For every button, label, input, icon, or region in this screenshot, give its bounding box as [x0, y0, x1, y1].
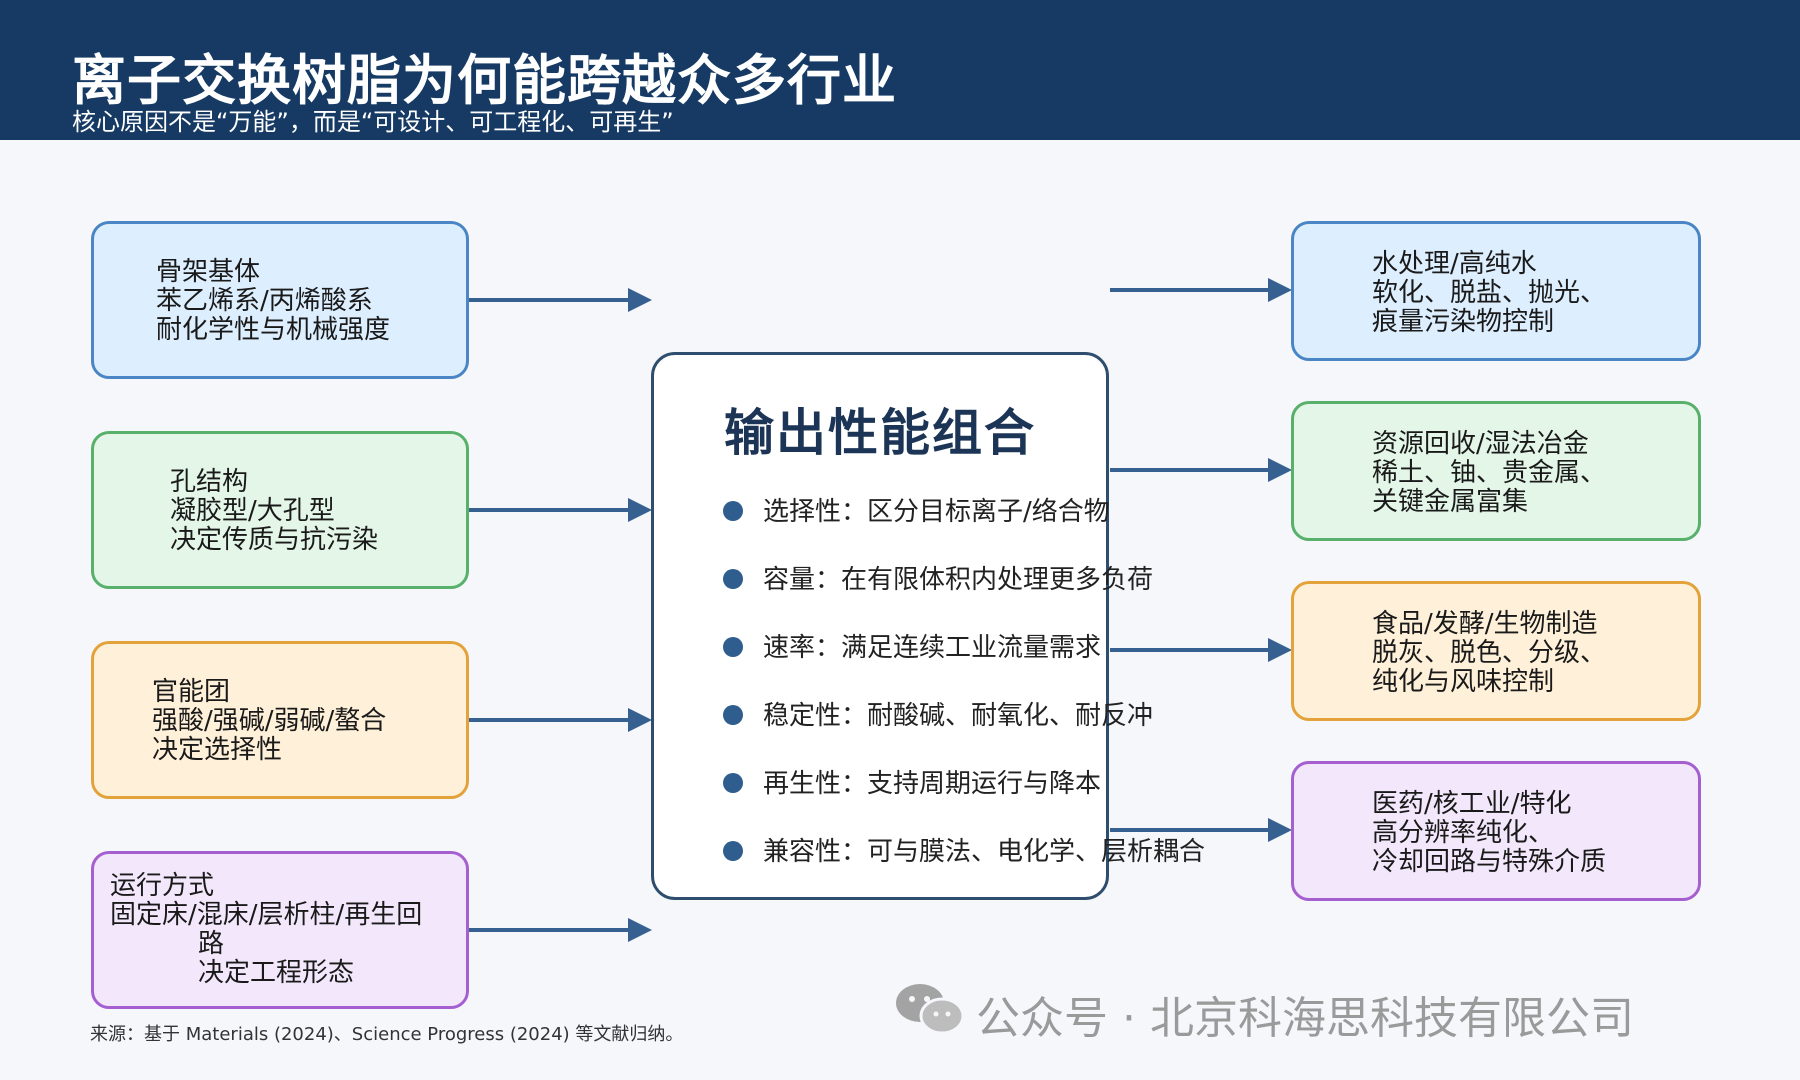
feature-item: 选择性：区分目标离子/络合物 — [723, 491, 1110, 528]
feature-text: 再生性：支持周期运行与降本 — [763, 769, 1102, 799]
feature-text: 速率：满足连续工业流量需求 — [763, 633, 1102, 663]
input-matrix-heading: 骨架基体 — [156, 257, 261, 287]
output-resource-detail-2: 关键金属富集 — [1372, 487, 1529, 517]
input-pore-detail: 凝胶型/大孔型 — [170, 496, 335, 526]
watermark-text: 公众号 · 北京科海思科技有限公司 — [976, 993, 1634, 1044]
performance-box: 输出性能组合 选择性：区分目标离子/络合物 容量：在有限体积内处理更多负荷 速率… — [651, 352, 1205, 900]
output-water-detail-2: 痕量污染物控制 — [1372, 307, 1555, 337]
input-mode-heading: 运行方式 — [110, 871, 215, 901]
output-box-food-bio: 食品/发酵/生物制造 脱灰、脱色、分级、 纯化与风味控制 — [1291, 581, 1701, 721]
output-resource-detail: 稀土、铀、贵金属、 — [1372, 458, 1607, 488]
feature-text: 兼容性：可与膜法、电化学、层析耦合 — [763, 837, 1206, 867]
bullet-dot — [723, 840, 743, 861]
input-mode-detail: 固定床/混床/层析柱/再生回 — [110, 900, 423, 930]
input-mode-detail-wrap: 路 — [198, 929, 225, 959]
performance-title: 输出性能组合 — [724, 404, 1036, 462]
input-group-heading: 官能团 — [152, 677, 231, 707]
bullet-dot — [723, 704, 743, 725]
output-box-water-treatment: 水处理/高纯水 软化、脱盐、抛光、 痕量污染物控制 — [1291, 221, 1701, 361]
wechat-icon — [896, 984, 965, 1035]
input-matrix-detail: 苯乙烯系/丙烯酸系 — [156, 286, 373, 316]
bullet-dot — [723, 568, 743, 589]
output-food-detail-2: 纯化与风味控制 — [1372, 667, 1555, 697]
output-water-detail: 软化、脱盐、抛光、 — [1372, 278, 1607, 308]
output-box-resource-recovery: 资源回收/湿法冶金 稀土、铀、贵金属、 关键金属富集 — [1291, 401, 1701, 541]
feature-item: 稳定性：耐酸碱、耐氧化、耐反冲 — [723, 695, 1153, 732]
header-bar: 离子交换树脂为何能跨越众多行业 核心原因不是“万能”，而是“可设计、可工程化、可… — [0, 0, 1800, 140]
feature-text: 选择性：区分目标离子/络合物 — [763, 497, 1110, 527]
output-water-heading: 水处理/高纯水 — [1372, 249, 1537, 279]
source-note: 来源：基于 Materials (2024)、Science Progress … — [90, 1024, 684, 1045]
bullet-dot — [723, 500, 743, 521]
input-mode-effect: 决定工程形态 — [198, 958, 355, 988]
feature-item: 再生性：支持周期运行与降本 — [723, 763, 1101, 800]
feature-item: 容量：在有限体积内处理更多负荷 — [723, 559, 1153, 596]
output-food-detail: 脱灰、脱色、分级、 — [1372, 638, 1607, 668]
feature-text: 稳定性：耐酸碱、耐氧化、耐反冲 — [763, 701, 1154, 731]
output-pharma-detail-2: 冷却回路与特殊介质 — [1372, 847, 1607, 877]
page-subtitle: 核心原因不是“万能”，而是“可设计、可工程化、可再生” — [72, 108, 674, 136]
output-pharma-detail: 高分辨率纯化、 — [1372, 818, 1555, 848]
input-box-operation-mode: 运行方式 固定床/混床/层析柱/再生回 路 决定工程形态 — [91, 851, 469, 1009]
input-box-functional-group: 官能团 强酸/强碱/弱碱/螯合 决定选择性 — [91, 641, 469, 799]
input-box-matrix: 骨架基体 苯乙烯系/丙烯酸系 耐化学性与机械强度 — [91, 221, 469, 379]
output-resource-heading: 资源回收/湿法冶金 — [1372, 429, 1589, 459]
feature-item: 速率：满足连续工业流量需求 — [723, 627, 1101, 664]
output-box-pharma-nuclear: 医药/核工业/特化 高分辨率纯化、 冷却回路与特殊介质 — [1291, 761, 1701, 901]
feature-text: 容量：在有限体积内处理更多负荷 — [763, 565, 1154, 595]
input-box-pore-structure: 孔结构 凝胶型/大孔型 决定传质与抗污染 — [91, 431, 469, 589]
page-title: 离子交换树脂为何能跨越众多行业 — [72, 49, 897, 112]
input-pore-effect: 决定传质与抗污染 — [170, 525, 379, 555]
feature-item: 兼容性：可与膜法、电化学、层析耦合 — [723, 831, 1205, 868]
input-group-detail: 强酸/强碱/弱碱/螯合 — [152, 706, 387, 736]
bullet-dot — [723, 772, 743, 793]
bullet-dot — [723, 636, 743, 657]
input-group-effect: 决定选择性 — [152, 735, 283, 765]
input-pore-heading: 孔结构 — [170, 467, 249, 497]
output-food-heading: 食品/发酵/生物制造 — [1372, 609, 1598, 639]
output-pharma-heading: 医药/核工业/特化 — [1372, 789, 1572, 819]
input-matrix-effect: 耐化学性与机械强度 — [156, 315, 391, 345]
